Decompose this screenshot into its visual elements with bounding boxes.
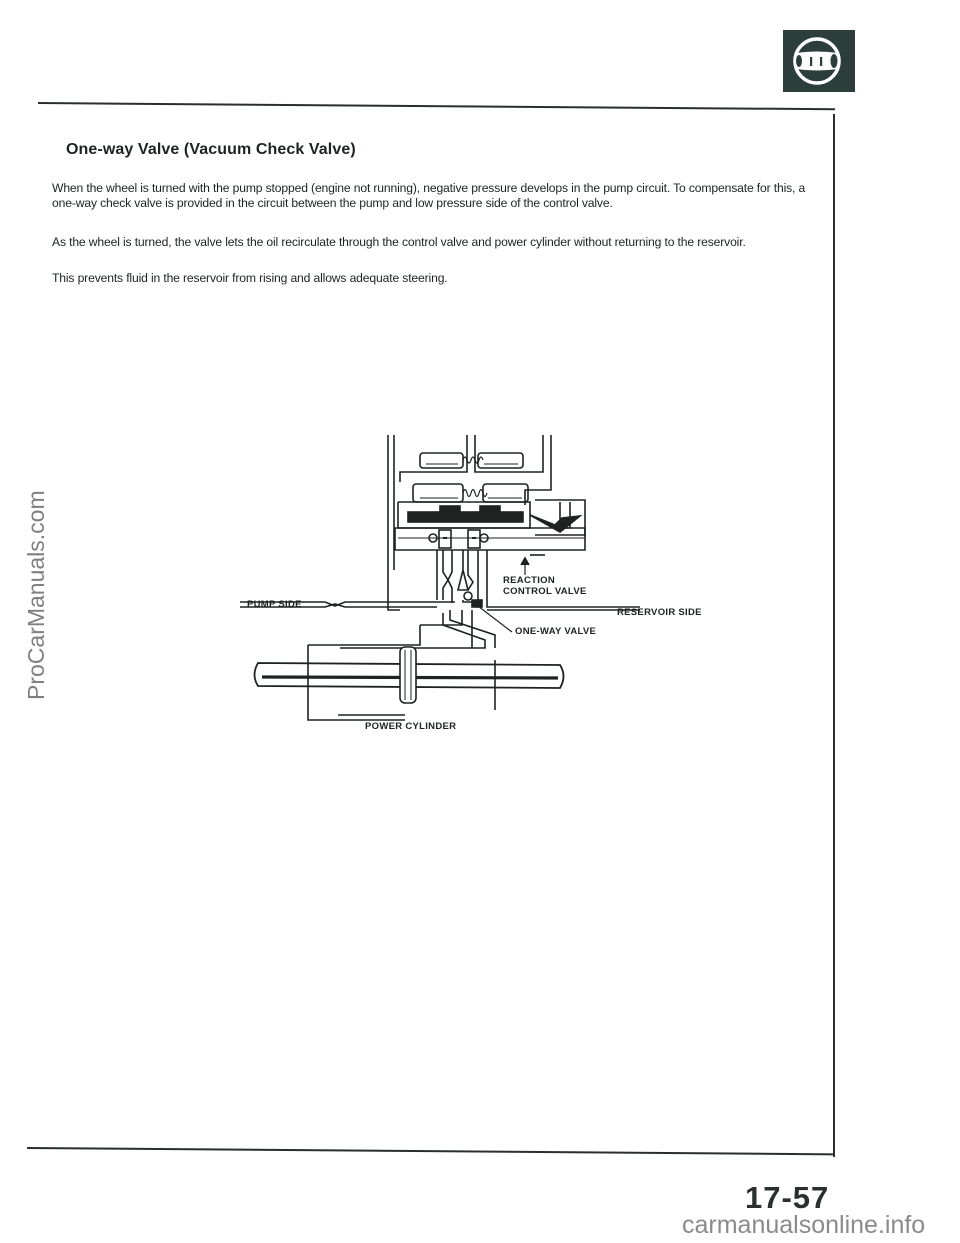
label-one-way-valve: ONE-WAY VALVE [515, 626, 597, 637]
page-number: 17-57 [745, 1180, 830, 1215]
label-reaction-line1: REACTION [503, 575, 556, 586]
right-border-rule [833, 114, 835, 1157]
label-pump-side: PUMP SIDE [247, 599, 302, 610]
bottom-border-rule [26, 1147, 835, 1156]
paragraph-recirculation: As the wheel is turned, the valve lets t… [52, 235, 746, 249]
label-power-cylinder: POWER CYLINDER [365, 721, 457, 732]
paragraph-negative-pressure: When the wheel is turned with the pump s… [52, 181, 806, 210]
steering-wheel-icon [793, 37, 841, 85]
label-reservoir-side: RESERVOIR SIDE [617, 607, 702, 618]
side-watermark: ProCarManuals.com [23, 490, 49, 700]
steering-wheel-emblem [783, 30, 855, 92]
section-title: One-way Valve (Vacuum Check Valve) [66, 141, 356, 158]
top-border-rule [37, 102, 835, 111]
one-way-valve-diagram [240, 435, 640, 721]
label-reaction-line2: CONTROL VALVE [503, 586, 587, 597]
label-reaction-control-valve: REACTION CONTROL VALVE [503, 575, 587, 597]
paragraph-prevents-rising: This prevents fluid in the reservoir fro… [52, 271, 448, 285]
bottom-watermark: carmanualsonline.info [682, 1211, 926, 1239]
